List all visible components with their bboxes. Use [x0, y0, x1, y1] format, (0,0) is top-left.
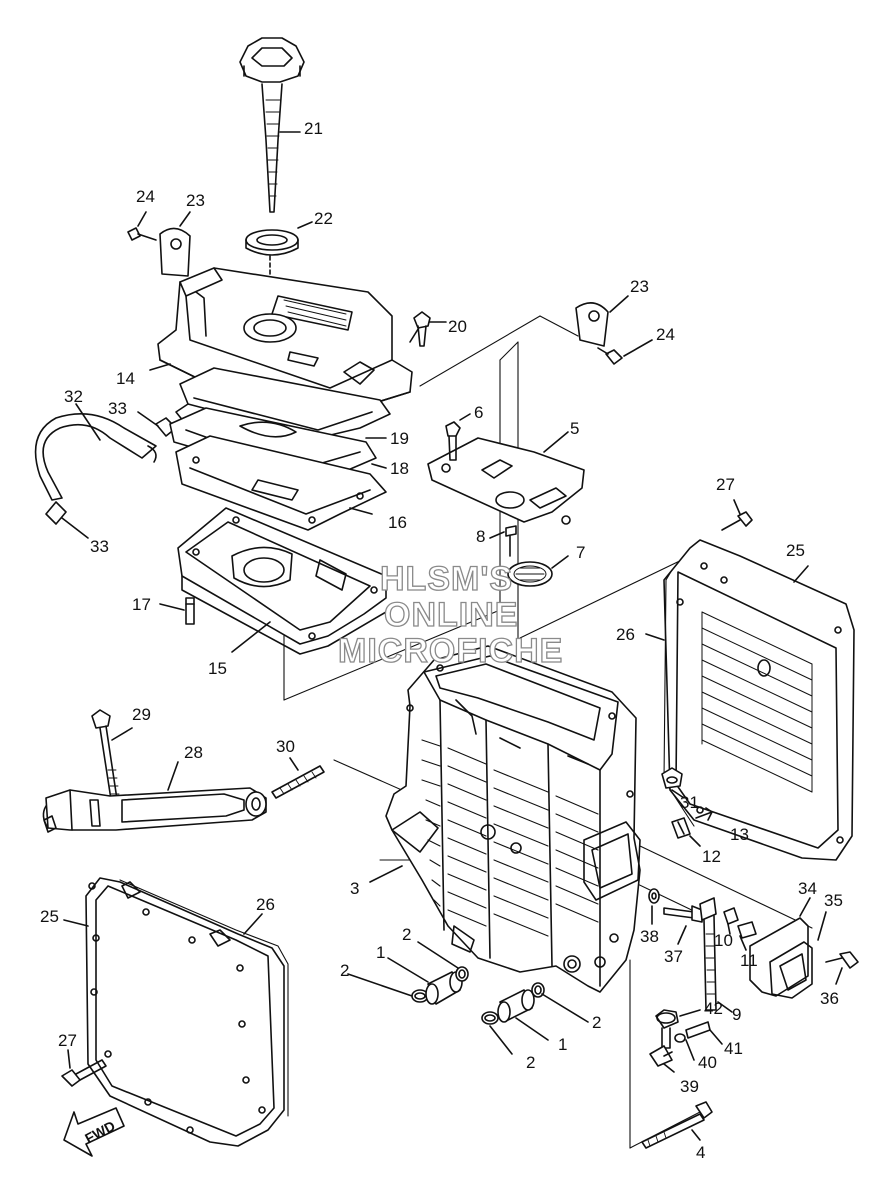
callout-42: 42 [704, 999, 723, 1018]
callout-25: 25 [40, 907, 59, 926]
callout-15: 15 [208, 659, 227, 678]
callout-24: 24 [656, 325, 675, 344]
callout-32: 32 [64, 387, 83, 406]
callout-33: 33 [108, 399, 127, 418]
bolt-37 [663, 905, 703, 945]
callout-10: 10 [714, 931, 733, 950]
callout-21: 21 [304, 119, 323, 138]
stud-bolt-30 [271, 757, 325, 799]
bolt-27-top [721, 499, 753, 531]
callout-2: 2 [340, 961, 350, 980]
callout-39: 39 [680, 1077, 699, 1096]
watermark-line-2: ONLINE [383, 595, 519, 634]
clip-12 [671, 807, 713, 847]
callout-40: 40 [698, 1053, 717, 1072]
callout-29: 29 [132, 705, 151, 724]
callout-34: 34 [798, 879, 817, 898]
lever-arm-28 [42, 761, 267, 833]
sensor-9 [699, 897, 739, 1013]
callout-1: 1 [376, 943, 386, 962]
callout-12: 12 [702, 847, 721, 866]
callout-1: 1 [558, 1035, 568, 1054]
callout-4: 4 [696, 1143, 706, 1162]
strainer-7 [489, 525, 569, 587]
small-cover-34-35 [749, 897, 859, 999]
seal-ring [245, 221, 313, 321]
bolt-27-bottom [61, 1049, 107, 1087]
side-cover-left [63, 877, 289, 1147]
callout-27: 27 [58, 1031, 77, 1050]
callout-2: 2 [402, 925, 412, 944]
callout-13: 13 [730, 825, 749, 844]
fitting-42-39 [649, 1009, 723, 1073]
callout-2: 2 [526, 1053, 536, 1072]
bolt-11 [737, 921, 757, 951]
callout-26: 26 [256, 895, 275, 914]
callout-26: 26 [616, 625, 635, 644]
callout-11: 11 [740, 951, 758, 970]
cylinder-block [369, 645, 641, 993]
callout-25: 25 [786, 541, 805, 560]
callout-20: 20 [448, 317, 467, 336]
callout-17: 17 [132, 595, 151, 614]
long-bolt-4 [641, 1101, 713, 1149]
side-cover-right [645, 539, 855, 861]
callout-16: 16 [388, 513, 407, 532]
callout-28: 28 [184, 743, 203, 762]
hanger-bracket-left [127, 211, 191, 277]
callout-6: 6 [474, 403, 484, 422]
callout-30: 30 [276, 737, 295, 756]
watermark-line-3: MICROFICHE [337, 631, 564, 670]
callout-18: 18 [390, 459, 409, 478]
bolt-20 [413, 311, 447, 347]
callout-19: 19 [390, 429, 409, 448]
fitting-pair-right [481, 982, 589, 1055]
cover-plate [175, 435, 387, 531]
plug-31 [661, 767, 685, 799]
callout-5: 5 [570, 419, 580, 438]
hanger-bracket-right [575, 295, 653, 365]
callout-41: 41 [724, 1039, 743, 1058]
callout-14: 14 [116, 369, 135, 388]
callout-23: 23 [630, 277, 649, 296]
callout-9: 9 [732, 1005, 742, 1024]
callout-31: 31 [680, 793, 699, 812]
callout-23: 23 [186, 191, 205, 210]
fwd-arrow-icon [63, 1107, 125, 1157]
callout-22: 22 [314, 209, 333, 228]
lower-housing-15 [159, 507, 387, 655]
callout-8: 8 [476, 527, 486, 546]
cover-plate-5 [427, 413, 585, 525]
watermark-line-1: HLSM'S [379, 559, 514, 598]
callout-3: 3 [350, 879, 360, 898]
fitting-pair-left [347, 941, 469, 1005]
callout-35: 35 [824, 891, 843, 910]
callout-7: 7 [576, 543, 586, 562]
callout-2: 2 [592, 1013, 602, 1032]
callout-27: 27 [716, 475, 735, 494]
bolt-29 [91, 709, 133, 807]
callout-37: 37 [664, 947, 683, 966]
callout-36: 36 [820, 989, 839, 1008]
oil-filler-cap [239, 37, 305, 213]
breather-hose [34, 403, 177, 539]
washer-38 [648, 888, 660, 925]
callout-33: 33 [90, 537, 109, 556]
callout-24: 24 [136, 187, 155, 206]
callout-38: 38 [640, 927, 659, 946]
